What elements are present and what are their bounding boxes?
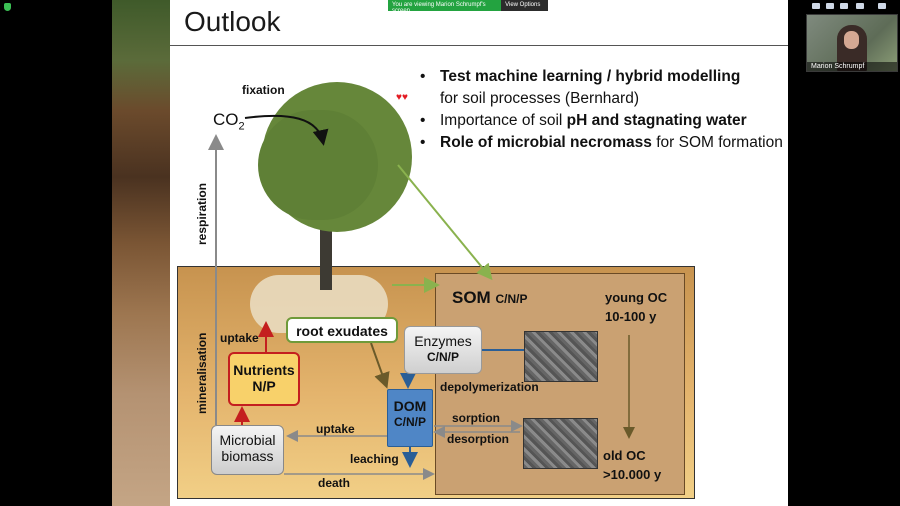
- grid-view-icon[interactable]: [878, 3, 886, 9]
- old-oc-label: old OC: [603, 448, 646, 463]
- bullet-3-bold: Role of microbial necromass: [440, 134, 652, 151]
- som-sub: C/N/P: [495, 292, 528, 306]
- uptake-label-top: uptake: [220, 331, 259, 345]
- sem-image-mineral: [523, 418, 598, 469]
- sem-image-necromass: [524, 331, 598, 382]
- shield-icon[interactable]: [4, 3, 11, 11]
- view-options-button[interactable]: View Options ⌄: [501, 0, 548, 15]
- leaching-label: leaching: [350, 452, 399, 466]
- microbial-label-2: biomass: [221, 448, 274, 464]
- dom-box: DOM C/N/P: [387, 389, 433, 447]
- bullet-item: Importance of soil pH and stagnating wat…: [418, 110, 788, 132]
- bullet-1-bold: Test machine learning / hybrid modelling: [440, 68, 741, 85]
- participant-name: Marion Schrumpf: [807, 62, 897, 71]
- tree-crown-shade: [258, 110, 378, 220]
- bullet-2-text: Importance of soil: [440, 112, 567, 129]
- death-label: death: [318, 476, 351, 490]
- bullet-item: Test machine learning / hybrid modelling…: [418, 66, 788, 110]
- som-label: SOM C/N/P: [452, 288, 527, 308]
- slide-title: Outlook: [184, 6, 281, 37]
- uptake-label-bottom: uptake: [316, 422, 355, 436]
- root-exudates-box: root exudates: [286, 317, 398, 343]
- bullet-2-bold: pH and stagnating water: [566, 112, 747, 129]
- nutrients-box: Nutrients N/P: [228, 352, 300, 406]
- bullet-list: Test machine learning / hybrid modelling…: [418, 66, 788, 154]
- bullet-1-text: for soil processes (Bernhard): [440, 90, 639, 107]
- sorption-label: sorption: [452, 411, 500, 425]
- co2-subscript: 2: [238, 120, 245, 133]
- enzymes-box: Enzymes C/N/P: [404, 326, 482, 374]
- young-oc-age: 10-100 y: [605, 309, 657, 324]
- mineralisation-label: mineralisation: [195, 332, 209, 414]
- microbial-biomass-box: Microbial biomass: [211, 425, 284, 475]
- hearts-icon: ♥♥: [396, 92, 408, 103]
- participant-face: [844, 31, 859, 49]
- speaker-view-icon[interactable]: [856, 3, 864, 9]
- bullet-item: Role of microbial necromass for SOM form…: [418, 132, 788, 154]
- desorption-label: desorption: [447, 432, 509, 446]
- enzymes-label: Enzymes: [414, 333, 472, 349]
- co2-label: CO2: [213, 110, 245, 132]
- bullet-3-text: for SOM formation: [651, 134, 783, 151]
- som-text: SOM: [452, 288, 491, 307]
- gallery-view-icon[interactable]: [812, 3, 820, 9]
- old-oc-age: >10.000 y: [603, 467, 662, 482]
- nutrients-sub: N/P: [252, 378, 276, 394]
- share-banner: You are viewing Marion Schrumpf's screen…: [388, 0, 548, 15]
- microbial-label-1: Microbial: [219, 432, 276, 448]
- hide-video-icon[interactable]: [840, 3, 848, 9]
- nutrients-label: Nutrients: [233, 362, 295, 378]
- participant-video-tile[interactable]: Marion Schrumpf: [806, 14, 898, 72]
- dom-sub: C/N/P: [393, 415, 426, 429]
- co2-text: CO: [213, 110, 239, 129]
- soil-profile-photo: [112, 0, 170, 506]
- title-divider: [170, 45, 788, 46]
- enzymes-sub: C/N/P: [426, 350, 459, 364]
- depolymerization-label: depolymerization: [440, 380, 539, 394]
- dom-label: DOM: [393, 398, 427, 414]
- respiration-label: respiration: [195, 182, 209, 245]
- share-status-text: You are viewing Marion Schrumpf's screen: [388, 0, 502, 14]
- young-oc-label: young OC: [605, 290, 668, 305]
- minimize-video-icon[interactable]: [826, 3, 834, 9]
- fixation-label: fixation: [242, 83, 285, 97]
